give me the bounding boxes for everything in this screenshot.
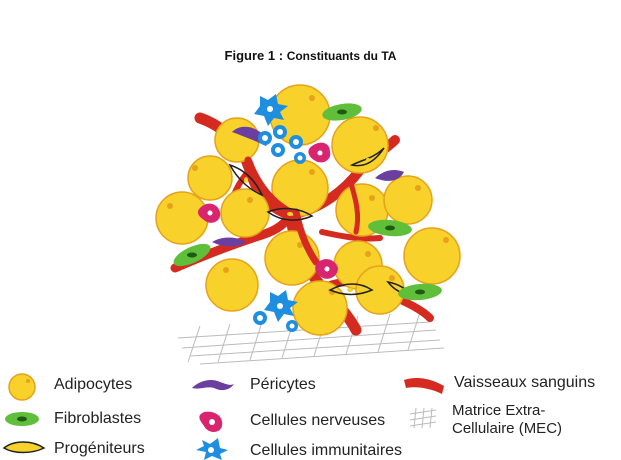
legend-fibroblasts: Fibroblastes (2, 408, 182, 432)
immune-cell-icon (196, 438, 228, 460)
pericyte-icon (192, 380, 234, 391)
legend-nerve-cells: Cellules nerveuses (190, 408, 410, 432)
immune-cells (253, 94, 306, 332)
figure-caption: Constituants du TA (286, 49, 397, 63)
legend-label: Adipocytes (54, 376, 133, 393)
legend-label-line1: Matrice Extra- (452, 402, 546, 419)
legend-pericytes: Péricytes (190, 374, 370, 398)
figure-title: Figure 1 : Constituants du TA (0, 48, 621, 63)
fibroblast-icon (5, 412, 39, 426)
legend-progenitors: Progéniteurs (2, 436, 182, 460)
matrix-icon (409, 407, 437, 429)
legend-label-line2: Cellulaire (MEC) (452, 420, 563, 437)
legend-immune-cells: Cellules immunitaires (190, 436, 430, 460)
legend-label: Cellules nerveuses (250, 412, 386, 429)
legend-label: Vaisseaux sanguins (454, 374, 596, 391)
adipocyte-icon (8, 373, 36, 401)
legend-label: Fibroblastes (54, 410, 142, 427)
blood-vessel-icon (404, 378, 444, 394)
legend-label: Péricytes (250, 376, 316, 393)
figure-number: Figure 1 : (224, 48, 284, 63)
progenitor-icon (2, 441, 46, 454)
nerve-cell-icon (199, 411, 223, 432)
legend-label: Progéniteurs (54, 440, 145, 457)
legend-matrix: Matrice Extra- Cellulaire (MEC) (408, 402, 618, 446)
legend-adipocytes: Adipocytes (2, 372, 182, 401)
legend-vessels: Vaisseaux sanguins (402, 372, 620, 396)
legend-label: Cellules immunitaires (250, 442, 403, 459)
pericytes (212, 126, 404, 247)
